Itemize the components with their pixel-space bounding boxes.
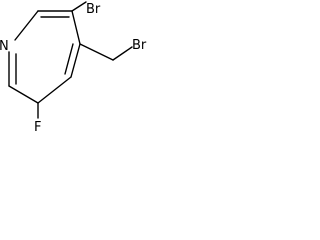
fluorine-label: F — [34, 120, 41, 135]
bond-c5-c6 — [37, 76, 72, 104]
chemical-structure: N Br Br F — [0, 1, 147, 135]
bond-ch2-br — [112, 46, 133, 61]
ring-bromine-label: Br — [86, 2, 101, 17]
nitrogen-label: N — [0, 39, 9, 54]
methyl-bromine-label: Br — [132, 38, 147, 53]
bond-n-c2 — [14, 10, 39, 41]
bond-c4-c5-inner — [64, 43, 74, 75]
bond-c3-c4 — [71, 10, 81, 45]
bond-c4-c5 — [70, 43, 81, 78]
bond-c3-br — [71, 1, 87, 12]
bond-c6-n-lower — [8, 85, 39, 104]
bond-c4-ch2 — [79, 43, 114, 61]
